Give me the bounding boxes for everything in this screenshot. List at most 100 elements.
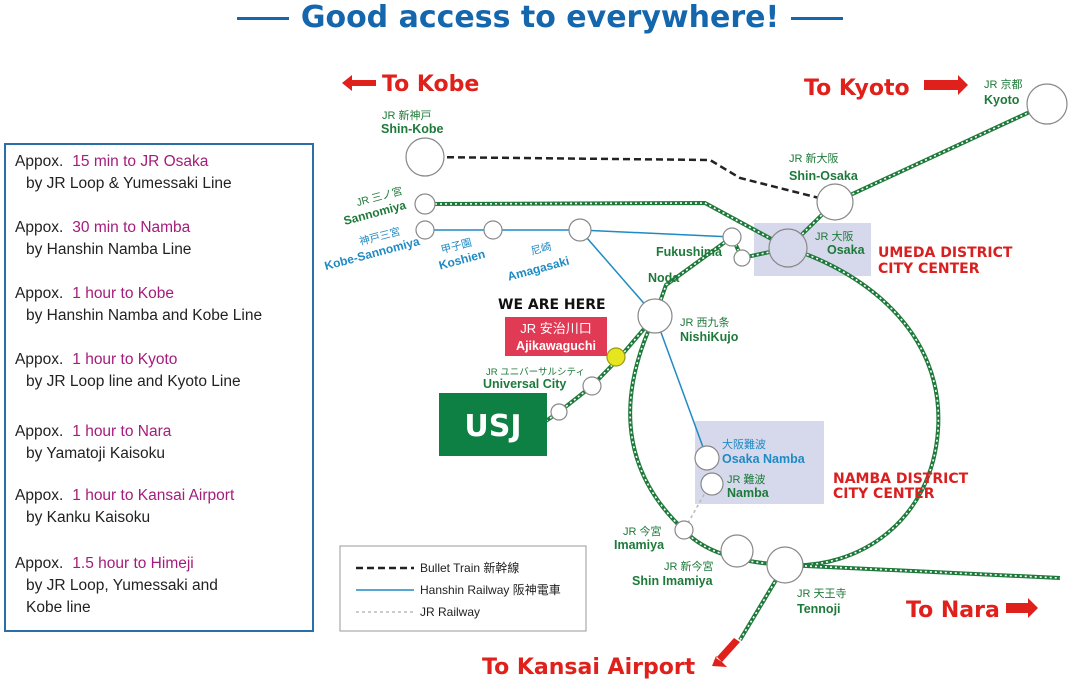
label-universal-city-en: Universal City: [483, 377, 566, 391]
direction-kobe: To Kobe: [382, 72, 479, 97]
label-nishikujo-jp: JR 西九条: [680, 315, 730, 329]
station-shin-imamiya-marker: [720, 534, 754, 568]
access-by: by Kanku Kaisoku: [26, 509, 151, 526]
label-osaka-jp: JR 大阪: [815, 229, 854, 243]
label-amagasaki-jp: 尼崎: [529, 240, 553, 258]
access-highlight: 15 min to JR Osaka: [72, 153, 209, 170]
title-text: Good access to everywhere!: [300, 0, 780, 35]
ajikawaguchi-en: Ajikawaguchi: [516, 339, 596, 353]
jr-line-nara: [784, 563, 1061, 580]
title-right-rule: [791, 17, 844, 20]
access-highlight: 1 hour to Nara: [72, 423, 172, 440]
station-amagasaki-marker: [568, 218, 592, 242]
access-prefix: Appox.: [15, 487, 64, 504]
label-kyoto-jp: JR 京都: [984, 77, 1023, 91]
usj-block: [439, 393, 547, 456]
access-prefix: Appox.: [15, 285, 64, 302]
access-highlight: 1 hour to Kobe: [72, 285, 174, 302]
station-sannomiya-marker: [414, 193, 436, 215]
station-fukushima-marker: [722, 227, 742, 247]
access-info-box: Appox. 15 min to JR Osaka by JR Loop & Yu…: [4, 143, 314, 632]
access-prefix: Appox.: [15, 153, 64, 170]
access-by: by Hanshin Namba Line: [26, 241, 192, 258]
label-nishikujo-en: NishiKujo: [680, 330, 739, 344]
usj-label: USJ: [464, 409, 521, 444]
access-by: by JR Loop line and Kyoto Line: [26, 373, 241, 390]
station-shin-kobe-marker: [405, 137, 445, 177]
label-kyoto-en: Kyoto: [984, 93, 1020, 107]
label-shin-kobe-en: Shin-Kobe: [381, 122, 444, 136]
here-marker: [606, 347, 626, 367]
station-koshien-marker: [483, 220, 503, 240]
access-highlight: 1 hour to Kansai Airport: [72, 487, 235, 504]
bullet-train-line: [424, 102, 1048, 204]
label-osaka-namba-jp: 大阪難波: [722, 437, 766, 451]
access-by: by Yamatoji Kaisoku: [26, 445, 166, 462]
label-osaka-en: Osaka: [827, 243, 866, 257]
kobe-arrow-icon: [342, 75, 376, 91]
station-osaka-marker: [768, 228, 808, 268]
access-item: Appox.1.5 hour to Himeji by JR Loop, Yum…: [15, 553, 218, 619]
access-highlight: 1.5 hour to Himeji: [72, 555, 194, 572]
direction-kyoto: To Kyoto: [804, 76, 910, 101]
nara-arrow-icon: [1006, 598, 1038, 618]
access-item: Appox. 30 min to Namba by Hanshin Namba L…: [15, 217, 191, 261]
kansai-arrow-icon: [712, 638, 740, 667]
label-shin-imamiya-jp: JR 新今宮: [664, 559, 714, 573]
access-prefix: Appox.: [15, 219, 64, 236]
jr-line-kobe: [424, 200, 789, 250]
label-shin-imamiya-en: Shin Imamiya: [632, 574, 714, 588]
legend: Bullet Train 新幹線 Hanshin Railway 阪神電車 JR…: [339, 545, 587, 632]
label-imamiya-en: Imamiya: [614, 538, 665, 552]
page-title: Good access to everywhere!: [0, 0, 1080, 35]
access-by: by JR Loop & Yumessaki Line: [26, 175, 232, 192]
station-namba-marker: [700, 472, 724, 496]
label-tennoji-jp: JR 天王寺: [797, 587, 847, 600]
access-prefix: Appox.: [15, 423, 64, 440]
label-shin-osaka-en: Shin-Osaka: [789, 169, 859, 183]
direction-kansai: To Kansai Airport: [482, 655, 696, 680]
access-by-continued: Kobe line: [26, 599, 91, 616]
station-noda-marker: [733, 249, 751, 267]
title-left-rule: [236, 17, 289, 20]
access-prefix: Appox.: [15, 351, 64, 368]
label-tennoji-en: Tennoji: [797, 602, 841, 616]
access-highlight: 30 min to Namba: [72, 219, 191, 236]
access-item: Appox. 15 min to JR Osaka by JR Loop & Yu…: [15, 151, 232, 195]
station-tennoji-marker: [766, 546, 804, 584]
access-item: Appox. 1 hour to Kyoto by JR Loop line an…: [15, 349, 241, 393]
we-are-here-label: WE ARE HERE: [498, 297, 606, 313]
station-kobe-sannomiya-marker: [415, 220, 435, 240]
station-nishikujo-marker: [637, 298, 673, 334]
label-universal-city-jp: JR ユニバーサルシティ: [486, 367, 585, 378]
label-noda: Noda: [648, 271, 680, 285]
access-item: Appox. 1 hour to Kansai Airport by Kanku …: [15, 485, 234, 529]
namba-district-label: NAMBA DISTRICT: [833, 471, 969, 487]
label-amagasaki-en: Amagasaki: [506, 254, 571, 284]
namba-city-center-label: CITY CENTER: [833, 486, 935, 502]
access-highlight: 1 hour to Kyoto: [72, 351, 178, 368]
station-shin-osaka-marker: [816, 183, 854, 221]
station-imamiya-marker: [674, 520, 694, 540]
access-by: by Hanshin Namba and Kobe Line: [26, 307, 263, 324]
ajikawaguchi-jp: JR 安治川口: [520, 321, 592, 336]
station-kyoto-marker: [1026, 83, 1068, 125]
direction-nara: To Nara: [906, 598, 1000, 623]
umeda-district-label: UMEDA DISTRICT: [878, 245, 1013, 261]
legend-jr-label: JR Railway: [420, 605, 480, 619]
legend-hanshin-label: Hanshin Railway 阪神電車: [420, 583, 561, 597]
access-item: Appox. 1 hour to Kobe by Hanshin Namba an…: [15, 283, 262, 327]
access-item: Appox. 1 hour to Nara by Yamatoji Kaisoku: [15, 421, 171, 465]
label-shin-kobe-jp: JR 新神戸: [382, 108, 432, 122]
label-shin-osaka-jp: JR 新大阪: [789, 151, 839, 165]
label-namba-en: Namba: [727, 486, 770, 500]
label-fukushima: Fukushima: [656, 245, 723, 259]
umeda-city-center-label: CITY CENTER: [878, 261, 980, 277]
jr-loop-line: [538, 233, 941, 568]
label-imamiya-jp: JR 今宮: [623, 524, 662, 538]
ajikawaguchi-tag: [505, 317, 607, 356]
station-osaka-namba-marker: [694, 445, 720, 471]
label-osaka-namba-en: Osaka Namba: [722, 452, 806, 466]
station-universal-city-marker: [582, 376, 602, 396]
station-sakurajima-marker: [550, 403, 568, 421]
